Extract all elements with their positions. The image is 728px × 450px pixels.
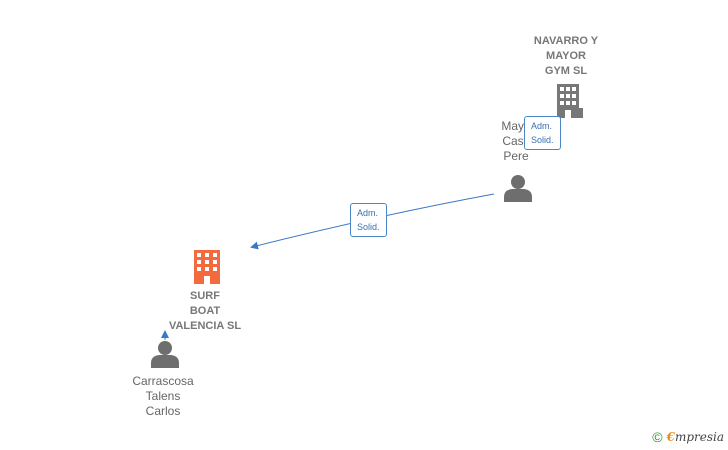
person-icon-carrascosa[interactable] <box>150 340 180 368</box>
company-label-line: GYM SL <box>544 65 588 77</box>
brand-logo-text: mpresia <box>674 430 724 444</box>
company-label-navarro[interactable]: NAVARRO Y MAYOR GYM SL <box>520 34 612 79</box>
copyright-icon: © <box>652 429 663 445</box>
edge-label-adm-solid-navarro[interactable]: Adm. Solid. <box>524 116 561 150</box>
person-label-line: Carrascosa <box>132 374 194 388</box>
person-label-line: Pere <box>503 149 529 163</box>
company-label-line: MAYOR <box>546 50 586 62</box>
person-label-line: Casti <box>502 134 530 148</box>
company-label-line: SURF <box>190 290 220 302</box>
building-icon-surf[interactable] <box>192 250 222 284</box>
person-label-mayor[interactable]: Mayo Casti Pere <box>486 119 546 164</box>
edge-label-line: Adm. <box>531 121 553 131</box>
person-label-line: Talens <box>145 389 181 403</box>
company-label-surf[interactable]: SURF BOAT VALENCIA SL <box>150 289 260 334</box>
brand-logo-initial: € <box>666 430 675 444</box>
person-label-line: Carlos <box>145 404 181 418</box>
person-icon-mayor[interactable] <box>503 174 533 202</box>
person-label-line: Mayo <box>501 119 531 133</box>
company-label-line: VALENCIA SL <box>168 320 242 332</box>
empresia-watermark: © €mpresia <box>652 429 724 445</box>
edge-label-adm-solid-surf[interactable]: Adm. Solid. <box>350 203 387 237</box>
company-label-line: BOAT <box>189 305 221 317</box>
brand-logo: €mpresia <box>667 430 724 444</box>
company-label-line: NAVARRO Y <box>533 35 599 47</box>
edge-label-line: Solid. <box>357 222 380 232</box>
person-label-carrascosa[interactable]: Carrascosa Talens Carlos <box>118 374 208 419</box>
building-icon-navarro[interactable] <box>554 84 584 118</box>
edge-label-line: Adm. <box>357 208 379 218</box>
edge-label-line: Solid. <box>531 135 554 145</box>
